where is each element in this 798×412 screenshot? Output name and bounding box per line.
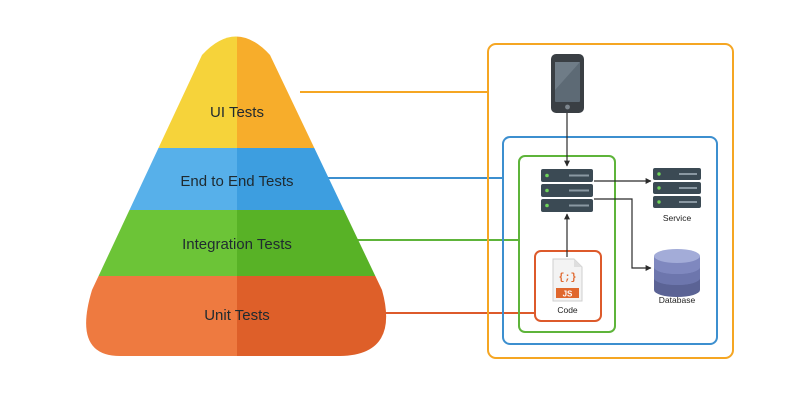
pyramid-layer-ui	[86, 36, 387, 148]
code-glyph: {;}	[558, 272, 576, 284]
app-server-icon	[541, 169, 593, 212]
js-badge	[556, 288, 579, 298]
code-label: Code	[557, 305, 578, 315]
js-badge-label: JS	[563, 290, 573, 299]
unit-scope-box	[534, 250, 602, 322]
database-label: Database	[659, 295, 696, 305]
server-to-database-arrow	[594, 198, 652, 271]
service-server-icon	[653, 168, 701, 208]
integration-tests-label: Integration Tests	[182, 236, 292, 253]
end-to-end-tests-label: End to End Tests	[180, 173, 293, 190]
ui-tests-label: UI Tests	[210, 104, 264, 121]
e2e-scope-box	[502, 136, 718, 345]
smartphone-icon	[551, 54, 584, 113]
unit-tests-label: Unit Tests	[204, 307, 270, 324]
database-icon	[654, 249, 700, 297]
service-label: Service	[663, 213, 692, 223]
ui-scope-box	[487, 43, 734, 359]
code-file-icon: {;} JS	[552, 258, 583, 302]
pyramid-layer-unit	[86, 276, 387, 356]
